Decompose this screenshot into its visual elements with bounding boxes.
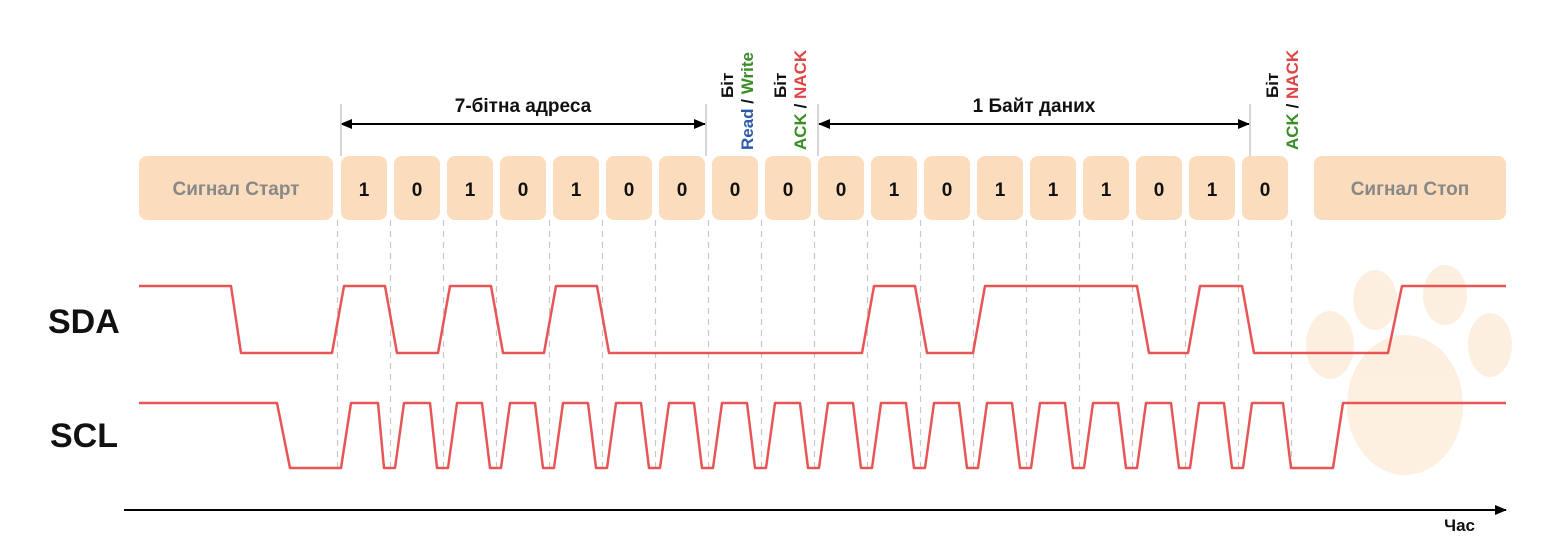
final-ack-bit-nack: NACK bbox=[1283, 49, 1302, 99]
final-ack-bit-title: Біт bbox=[1263, 73, 1282, 98]
svg-text:ACK / NACK: ACK / NACK bbox=[1283, 49, 1302, 150]
bit-value: 0 bbox=[783, 180, 794, 201]
ack-bit-title: Біт bbox=[771, 73, 790, 98]
rw-bit-annotation: Read / Write Біт bbox=[718, 52, 757, 150]
bit-box bbox=[1189, 156, 1235, 220]
bit-box bbox=[1136, 156, 1182, 220]
address-label: 7-бітна адреса bbox=[455, 96, 592, 117]
scl-label: SCL bbox=[50, 417, 118, 455]
start-signal-box bbox=[139, 156, 333, 220]
final-ack-bit-ack: ACK bbox=[1283, 112, 1302, 150]
bit-value: 0 bbox=[730, 180, 741, 201]
bit-boxes: Сигнал Старт Сигнал Стоп 1 0 1 0 1 0 0 0 0 0 1 0 1 1 1… bbox=[139, 156, 1506, 220]
bit-value: 1 bbox=[1101, 180, 1112, 201]
svg-text:ACK / NACK: ACK / NACK bbox=[791, 49, 810, 150]
bit-value: 0 bbox=[836, 180, 847, 201]
rw-bit-write: Write bbox=[738, 52, 757, 94]
bit-box bbox=[606, 156, 652, 220]
bit-value: 0 bbox=[624, 180, 635, 201]
bit-box bbox=[394, 156, 440, 220]
bit-box bbox=[447, 156, 493, 220]
bit-value: 1 bbox=[1048, 180, 1059, 201]
bit-value: 0 bbox=[412, 180, 423, 201]
ack-bit-annotation-final: ACK / NACK Біт bbox=[1263, 49, 1302, 150]
bit-value: 0 bbox=[677, 180, 688, 201]
bit-box bbox=[765, 156, 811, 220]
sda-label: SDA bbox=[48, 303, 120, 341]
bit-value: 0 bbox=[942, 180, 953, 201]
sda-waveform bbox=[139, 284, 1506, 355]
bit-value: 0 bbox=[1154, 180, 1165, 201]
ack-bit-annotation: ACK / NACK Біт bbox=[771, 49, 810, 150]
bit-value: 1 bbox=[571, 180, 582, 201]
data-label: 1 Байт даних bbox=[973, 96, 1096, 117]
bit-box bbox=[659, 156, 705, 220]
bit-box bbox=[818, 156, 864, 220]
bit-box bbox=[341, 156, 387, 220]
rw-bit-separator: / bbox=[738, 94, 757, 108]
bit-value: 1 bbox=[995, 180, 1006, 201]
bit-box bbox=[924, 156, 970, 220]
address-range-arrow: 7-бітна адреса bbox=[340, 96, 707, 156]
start-signal-label: Сигнал Старт bbox=[173, 179, 300, 200]
bit-value: 0 bbox=[518, 180, 529, 201]
final-ack-bit-separator: / bbox=[1283, 99, 1302, 113]
scl-waveform bbox=[139, 401, 1506, 470]
bit-box bbox=[500, 156, 546, 220]
stop-signal-label: Сигнал Стоп bbox=[1351, 179, 1470, 200]
ack-bit-separator: / bbox=[791, 99, 810, 113]
time-axis-label: Час bbox=[1444, 516, 1475, 535]
bit-value: 1 bbox=[359, 180, 370, 201]
bit-box bbox=[1030, 156, 1076, 220]
bit-value: 1 bbox=[1207, 180, 1218, 201]
data-range-arrow: 1 Байт даних bbox=[817, 96, 1251, 156]
svg-text:Read / Write: Read / Write bbox=[738, 52, 757, 150]
rw-bit-title: Біт bbox=[718, 73, 737, 98]
bit-value: 1 bbox=[889, 180, 900, 201]
stop-signal-box bbox=[1314, 156, 1506, 220]
ack-bit-nack: NACK bbox=[791, 49, 810, 99]
bit-box bbox=[871, 156, 917, 220]
bit-value: 0 bbox=[1260, 180, 1271, 201]
bit-box bbox=[1242, 156, 1288, 220]
rw-bit-read: Read bbox=[738, 108, 757, 150]
paw-watermark-icon bbox=[1306, 265, 1512, 475]
ack-bit-ack: ACK bbox=[791, 112, 810, 150]
bit-value: 1 bbox=[465, 180, 476, 201]
bit-box bbox=[977, 156, 1023, 220]
bit-box bbox=[553, 156, 599, 220]
bit-box bbox=[712, 156, 758, 220]
bit-box bbox=[1083, 156, 1129, 220]
